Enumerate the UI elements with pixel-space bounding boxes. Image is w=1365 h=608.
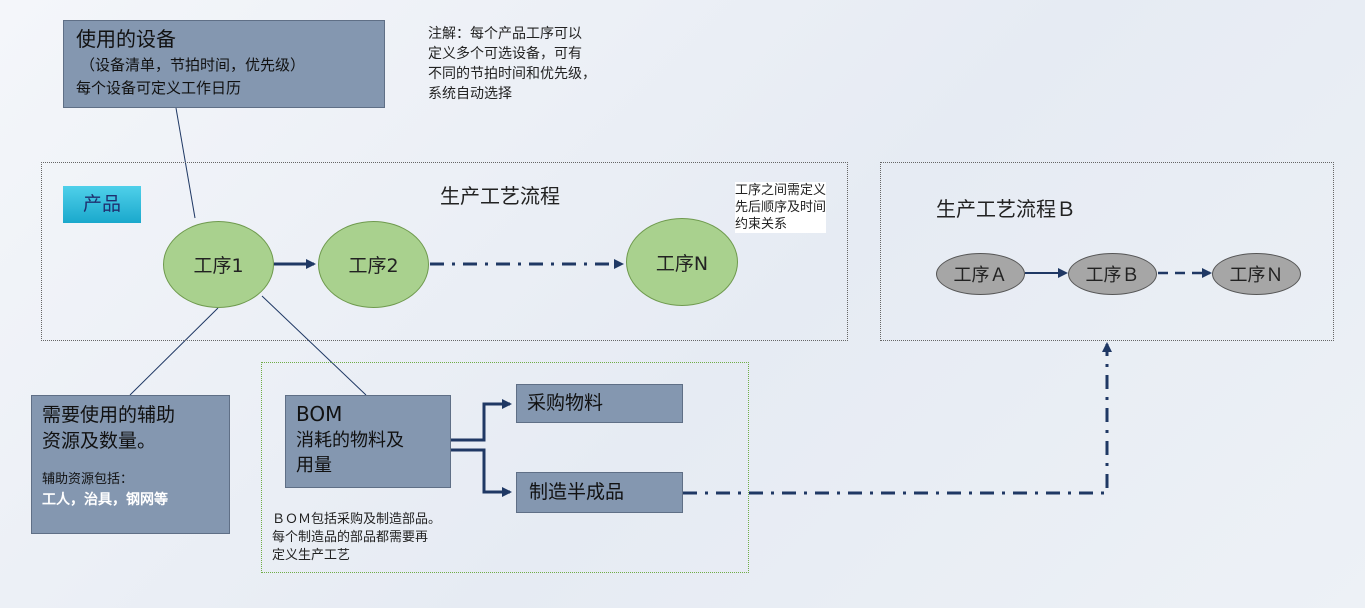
step-b-n: 工序Ｎ <box>1212 253 1301 295</box>
arrow-bom-manufacture <box>451 448 512 497</box>
aux-resources-box: 需要使用的辅助 资源及数量。 辅助资源包括： 工人，治具，钢网等 <box>31 395 230 534</box>
side-note-l2: 先后顺序及时间 <box>735 200 827 215</box>
purchase-material-box: 采购物料 <box>516 384 683 423</box>
bom-note-l2: 每个制造品的部品都需要再 <box>272 530 429 545</box>
equipment-connector <box>175 107 196 219</box>
step-b-b: 工序Ｂ <box>1068 253 1157 295</box>
manufacture-semi-label: 制造半成品 <box>529 481 625 503</box>
process-b-title: 生产工艺流程Ｂ <box>936 197 1076 221</box>
equipment-title: 使用的设备 <box>76 27 176 51</box>
bom-l2: 用量 <box>296 455 332 476</box>
note-top-l4: 系统自动选择 <box>428 86 512 102</box>
bom-title: BOM <box>296 402 343 426</box>
equipment-line2: 每个设备可定义工作日历 <box>76 79 242 97</box>
product-label: 产品 <box>63 186 141 223</box>
bom-note-l3: 定义生产工艺 <box>272 548 351 563</box>
note-top: 注解：每个产品工序可以 定义多个可选设备，可有 不同的节拍时间和优先级， 系统自… <box>428 24 596 104</box>
step-1: 工序1 <box>163 221 274 308</box>
note-top-l3: 不同的节拍时间和优先级， <box>428 66 596 82</box>
aux-connector <box>129 307 219 396</box>
aux-l2: 资源及数量。 <box>42 430 157 452</box>
process-b-container <box>880 162 1334 341</box>
step-2: 工序2 <box>318 221 429 308</box>
bom-note: ＢＯＭ包括采购及制造部品。 每个制造品的部品都需要再 定义生产工艺 <box>272 511 441 565</box>
step-n: 工序N <box>626 218 738 306</box>
equipment-line1: （设备清单，节拍时间，优先级） <box>80 56 306 74</box>
process-a-container <box>41 162 848 341</box>
purchase-material-label: 采购物料 <box>527 392 604 414</box>
arrow-manufacture-processB <box>683 342 1112 495</box>
bom-box: BOM 消耗的物料及 用量 <box>285 395 451 488</box>
aux-l1: 需要使用的辅助 <box>42 404 176 426</box>
process-a-title: 生产工艺流程 <box>440 184 560 208</box>
arrow-bom-purchase <box>451 399 512 442</box>
manufacture-semi-box: 制造半成品 <box>516 472 683 513</box>
note-top-l2: 定义多个可选设备，可有 <box>428 46 582 62</box>
step-b-a-label: 工序Ａ <box>953 265 1008 286</box>
step-b-n-label: 工序Ｎ <box>1229 265 1284 286</box>
bom-l1: 消耗的物料及 <box>296 430 404 451</box>
equipment-box: 使用的设备 （设备清单，节拍时间，优先级） 每个设备可定义工作日历 <box>63 20 385 108</box>
step-2-label: 工序2 <box>348 255 399 277</box>
process-a-side-note: 工序之间需定义 先后顺序及时间 约束关系 <box>735 182 827 233</box>
side-note-l1: 工序之间需定义 <box>735 183 827 198</box>
side-note-l3: 约束关系 <box>735 217 788 232</box>
aux-l4: 工人，治具，钢网等 <box>42 492 168 508</box>
note-top-l1: 注解：每个产品工序可以 <box>428 26 582 42</box>
step-1-label: 工序1 <box>193 255 244 277</box>
step-n-label: 工序N <box>655 252 709 275</box>
bom-container <box>261 362 749 573</box>
bom-connector <box>261 295 367 396</box>
step-b-b-label: 工序Ｂ <box>1085 265 1140 286</box>
step-b-a: 工序Ａ <box>936 253 1025 295</box>
bom-note-l1: ＢＯＭ包括采购及制造部品。 <box>272 512 442 527</box>
aux-l3: 辅助资源包括： <box>42 472 134 487</box>
